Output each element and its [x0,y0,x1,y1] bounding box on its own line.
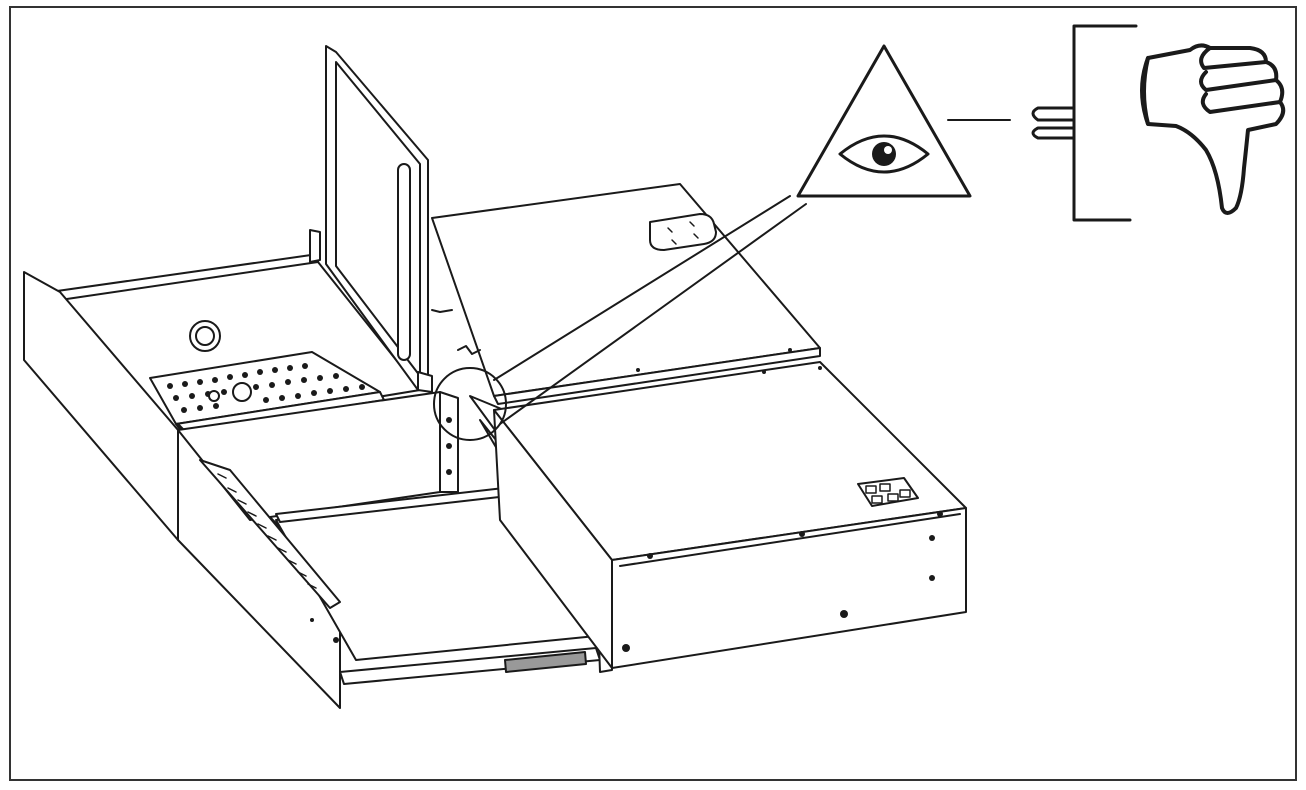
warning-triangle [796,44,972,198]
symbol-mark-a [431,309,453,313]
bottom-vent-strip [504,651,587,673]
detail-circle [433,367,507,441]
grille-holes [167,363,365,413]
upper-control-panel [649,213,717,251]
thumbs-down-icon [1140,43,1286,215]
callout-line-lower [499,203,807,425]
rail-teeth [217,473,317,589]
lower-right-side [493,409,613,669]
lower-control-buttons [865,483,911,504]
symbol-mark-b [457,345,481,355]
column-bolts [446,417,452,475]
front-screw-left [333,637,339,643]
floor-port-inner [195,326,215,346]
front-screw-left-2 [310,618,314,622]
eye-pupil [872,142,896,166]
heating-coil [1031,106,1076,140]
upper-control-marks [667,221,699,245]
eye-warning-triangle-icon [796,44,972,198]
eye-highlight [884,146,892,154]
thumb-hand-outline [1142,43,1286,215]
lower-front-rim [619,513,961,567]
heating-element-icon [1031,24,1138,222]
center-left-rail [199,459,341,609]
bracket [1072,24,1138,222]
thumb-finger-lines [1199,46,1282,114]
thumb-cuff [1140,56,1150,126]
left-compartment [23,45,433,709]
grille-hole-small [208,390,220,402]
lower-front-screws [622,348,943,652]
callout-line-upper [493,195,791,381]
lid-stop-block [417,371,433,393]
center-column [439,391,459,493]
lower-right-unit [493,348,967,669]
lid-handle [397,163,411,361]
lid-hinge-post [309,229,321,263]
grille-center-hole [232,382,252,402]
detail-callout [433,195,807,441]
upper-right-front-edge [493,347,821,405]
